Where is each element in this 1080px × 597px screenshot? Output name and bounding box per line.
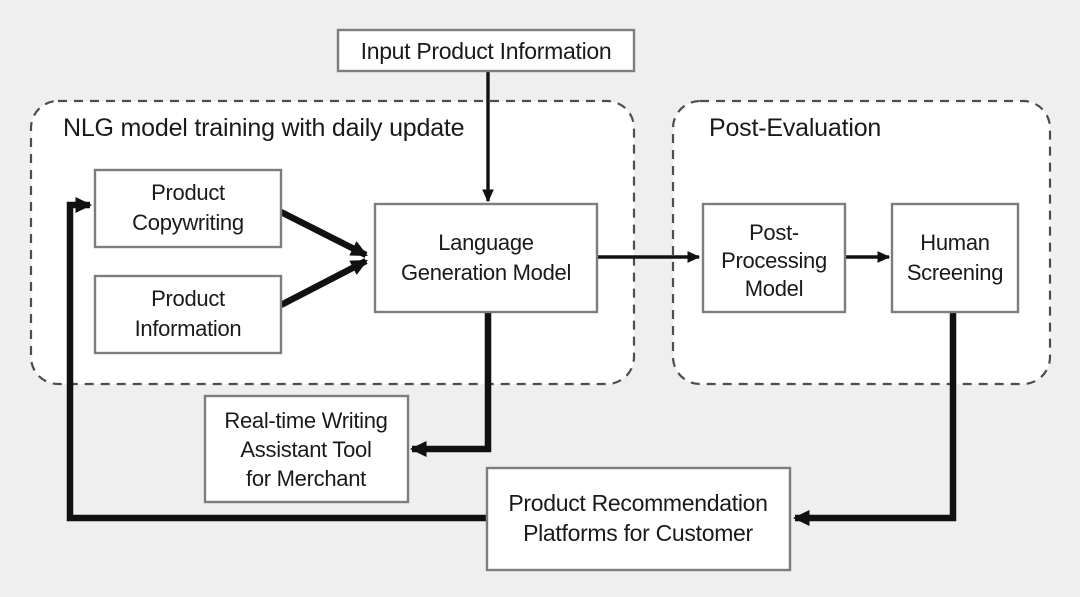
node-post-processing-model-line-1: Post- [749,220,799,245]
node-post-processing-model-line-2: Processing [721,248,827,273]
node-language-generation-model-box[interactable] [373,202,599,314]
node-input-product-information[interactable]: Input Product Information [336,28,636,73]
node-realtime-writing-assistant-box[interactable] [203,394,410,504]
node-human-screening-box[interactable] [890,202,1020,314]
node-product-information-line-1: Product [151,286,225,311]
edge-recommendation-to-copywriting-feedback [66,196,487,522]
node-human-screening-line-2: Screening [907,260,1003,285]
node-post-processing-model[interactable]: Post- Processing Model [701,202,847,314]
node-language-generation-model[interactable]: Language Generation Model [373,202,599,314]
group-nlg-training-label: NLG model training with daily update [63,114,464,142]
edge-copywriting-to-lgm [279,209,368,258]
node-language-generation-model-line-1: Language [438,230,534,255]
node-product-recommendation-platforms[interactable]: Product Recommendation Platforms for Cus… [485,466,792,572]
node-product-copywriting-line-1: Product [151,180,225,205]
node-product-recommendation-platforms-box[interactable] [485,466,792,572]
node-human-screening-line-1: Human [920,230,989,255]
node-product-information[interactable]: Product Information [93,274,283,355]
node-product-recommendation-platforms-line-1: Product Recommendation [508,490,767,516]
node-realtime-writing-assistant[interactable]: Real-time Writing Assistant Tool for Mer… [203,394,410,504]
node-input-product-information-line-1: Input Product Information [361,38,612,64]
node-post-processing-model-box[interactable] [701,202,847,314]
node-product-information-line-2: Information [135,316,242,341]
node-realtime-writing-assistant-line-3: for Merchant [246,466,366,491]
node-post-processing-model-line-3: Model [745,276,803,301]
edge-information-to-lgm [279,258,368,308]
node-product-copywriting[interactable]: Product Copywriting [93,168,283,249]
node-human-screening[interactable]: Human Screening [890,202,1020,314]
node-realtime-writing-assistant-line-1: Real-time Writing [224,408,387,433]
node-product-information-box[interactable] [93,274,283,355]
edge-human-screening-to-recommendation [792,312,957,527]
node-product-recommendation-platforms-line-2: Platforms for Customer [523,520,753,546]
node-product-copywriting-line-2: Copywriting [132,210,244,235]
edge-lgm-to-writing-assistant [409,312,492,458]
node-language-generation-model-line-2: Generation Model [401,260,571,285]
group-post-evaluation-label: Post-Evaluation [709,114,881,142]
node-product-copywriting-box[interactable] [93,168,283,249]
node-realtime-writing-assistant-line-2: Assistant Tool [240,437,371,462]
node-input-product-information-box[interactable] [336,28,636,73]
